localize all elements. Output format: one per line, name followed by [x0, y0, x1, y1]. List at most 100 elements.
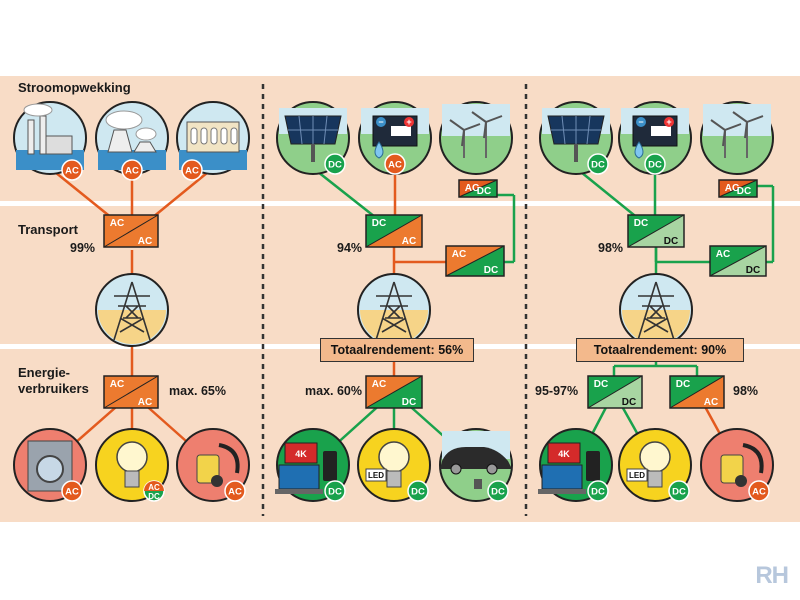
dam-arch	[220, 127, 228, 145]
hydro-dam-icon: AC	[176, 101, 250, 181]
battery-label	[391, 126, 411, 136]
converter-output-label: DC	[622, 397, 636, 408]
badge-label: AC	[752, 487, 766, 498]
row-divider	[0, 201, 800, 206]
water-drop	[374, 141, 384, 159]
dc-consumer-right-efficiency: 98%	[733, 384, 759, 398]
badge-label: DC	[411, 487, 425, 498]
bulb-glass	[378, 441, 410, 473]
badge-circle	[644, 153, 666, 175]
badge-circle	[487, 480, 509, 502]
dc-dc-converter: AC DC	[709, 245, 767, 277]
converter-output-label: DC	[402, 397, 416, 408]
row-title-generation: Stroomopwekking	[18, 80, 131, 95]
badge-label: AC	[125, 166, 139, 177]
hybrid-transport-efficiency: 94%	[337, 241, 363, 255]
converter-diagonal	[718, 179, 758, 198]
dam-arch	[230, 127, 238, 145]
plus-terminal	[404, 117, 414, 127]
dam-arch	[200, 127, 208, 145]
ac-badge: AC	[121, 159, 143, 181]
turbine-blades	[732, 111, 764, 139]
dc-badge: DC	[407, 480, 429, 502]
badge-label: DC	[328, 487, 342, 498]
badge-circle	[61, 159, 83, 181]
building	[45, 135, 73, 155]
ac-badge: AC	[384, 153, 406, 175]
pylon-lattice	[375, 281, 413, 341]
dam-arch	[190, 127, 198, 145]
smoke	[23, 103, 53, 117]
row-title-transport: Transport	[18, 222, 78, 237]
coal-plant-icon: AC	[13, 101, 87, 181]
minus-terminal	[636, 117, 646, 127]
badge-label: DC	[672, 487, 686, 498]
dc-badge: DC	[587, 153, 609, 175]
bulb-glass	[116, 441, 148, 473]
solar-panel-icon: DC	[276, 101, 350, 175]
converter-diagonal	[445, 245, 505, 277]
dc-total-efficiency: Totaalrendement: 90%	[576, 338, 744, 362]
tv-screen	[284, 442, 318, 464]
badge-label: AC	[65, 166, 79, 177]
converter-output-label: AC	[704, 397, 718, 408]
row-title-consumers-1: Energie-	[18, 365, 71, 380]
plus-sign: +	[406, 117, 411, 127]
phone	[323, 451, 337, 481]
converter-input-label: AC	[716, 249, 730, 260]
dc-badge: DC	[487, 480, 509, 502]
converter-input-label: DC	[634, 218, 648, 229]
plus-sign: +	[666, 117, 671, 127]
ac-badge: AC	[61, 159, 83, 181]
badge-circle	[668, 480, 690, 502]
electric-car-icon: DC	[439, 428, 513, 502]
converter-input-label: AC	[725, 183, 739, 194]
converter-input-label: AC	[110, 218, 124, 229]
badge-circle	[324, 153, 346, 175]
converter-output-label: AC	[402, 236, 416, 247]
wind-turbine-icon	[700, 101, 774, 175]
converter-border	[669, 375, 725, 409]
hybrid-total-efficiency: Totaalrendement: 56%	[320, 338, 474, 362]
chimney	[27, 119, 35, 155]
converter-diagonal	[365, 375, 423, 409]
water-drop	[634, 141, 644, 159]
dc-badge: DC	[324, 153, 346, 175]
power-pylon-icon	[357, 273, 431, 347]
phone	[586, 451, 600, 481]
badge-circle	[324, 480, 346, 502]
battery-label	[651, 126, 671, 136]
badge-label: AC	[65, 487, 79, 498]
converter-diagonal	[669, 375, 725, 409]
solar-panel-icon: DC	[539, 101, 613, 175]
vacuum-hose	[742, 443, 764, 474]
converter-border	[709, 245, 767, 277]
car-body	[440, 447, 512, 469]
badge-label: DC	[491, 487, 505, 498]
minus-terminal	[376, 117, 386, 127]
ac-consumer-efficiency: max. 65%	[169, 384, 226, 398]
converter-diagonal	[627, 214, 685, 248]
car-wheel	[486, 463, 498, 475]
cooling-tower	[133, 141, 157, 153]
badge-label: AC	[185, 166, 199, 177]
dc-consumer-left-efficiency: 95-97%	[535, 384, 579, 398]
ac-transport-efficiency: 99%	[70, 241, 96, 255]
vacuum-wheel	[211, 475, 223, 487]
bulb-base	[386, 470, 402, 488]
laptop-base	[538, 489, 586, 494]
badge-label: AC	[228, 487, 242, 498]
converter-border	[365, 214, 423, 248]
charging-plug	[474, 479, 482, 489]
badge-label: AC	[388, 160, 402, 171]
converter-border	[103, 375, 159, 409]
converter-output-label: DC	[746, 265, 760, 276]
badge-top-half	[144, 481, 164, 491]
converter-output-label: DC	[737, 186, 751, 197]
